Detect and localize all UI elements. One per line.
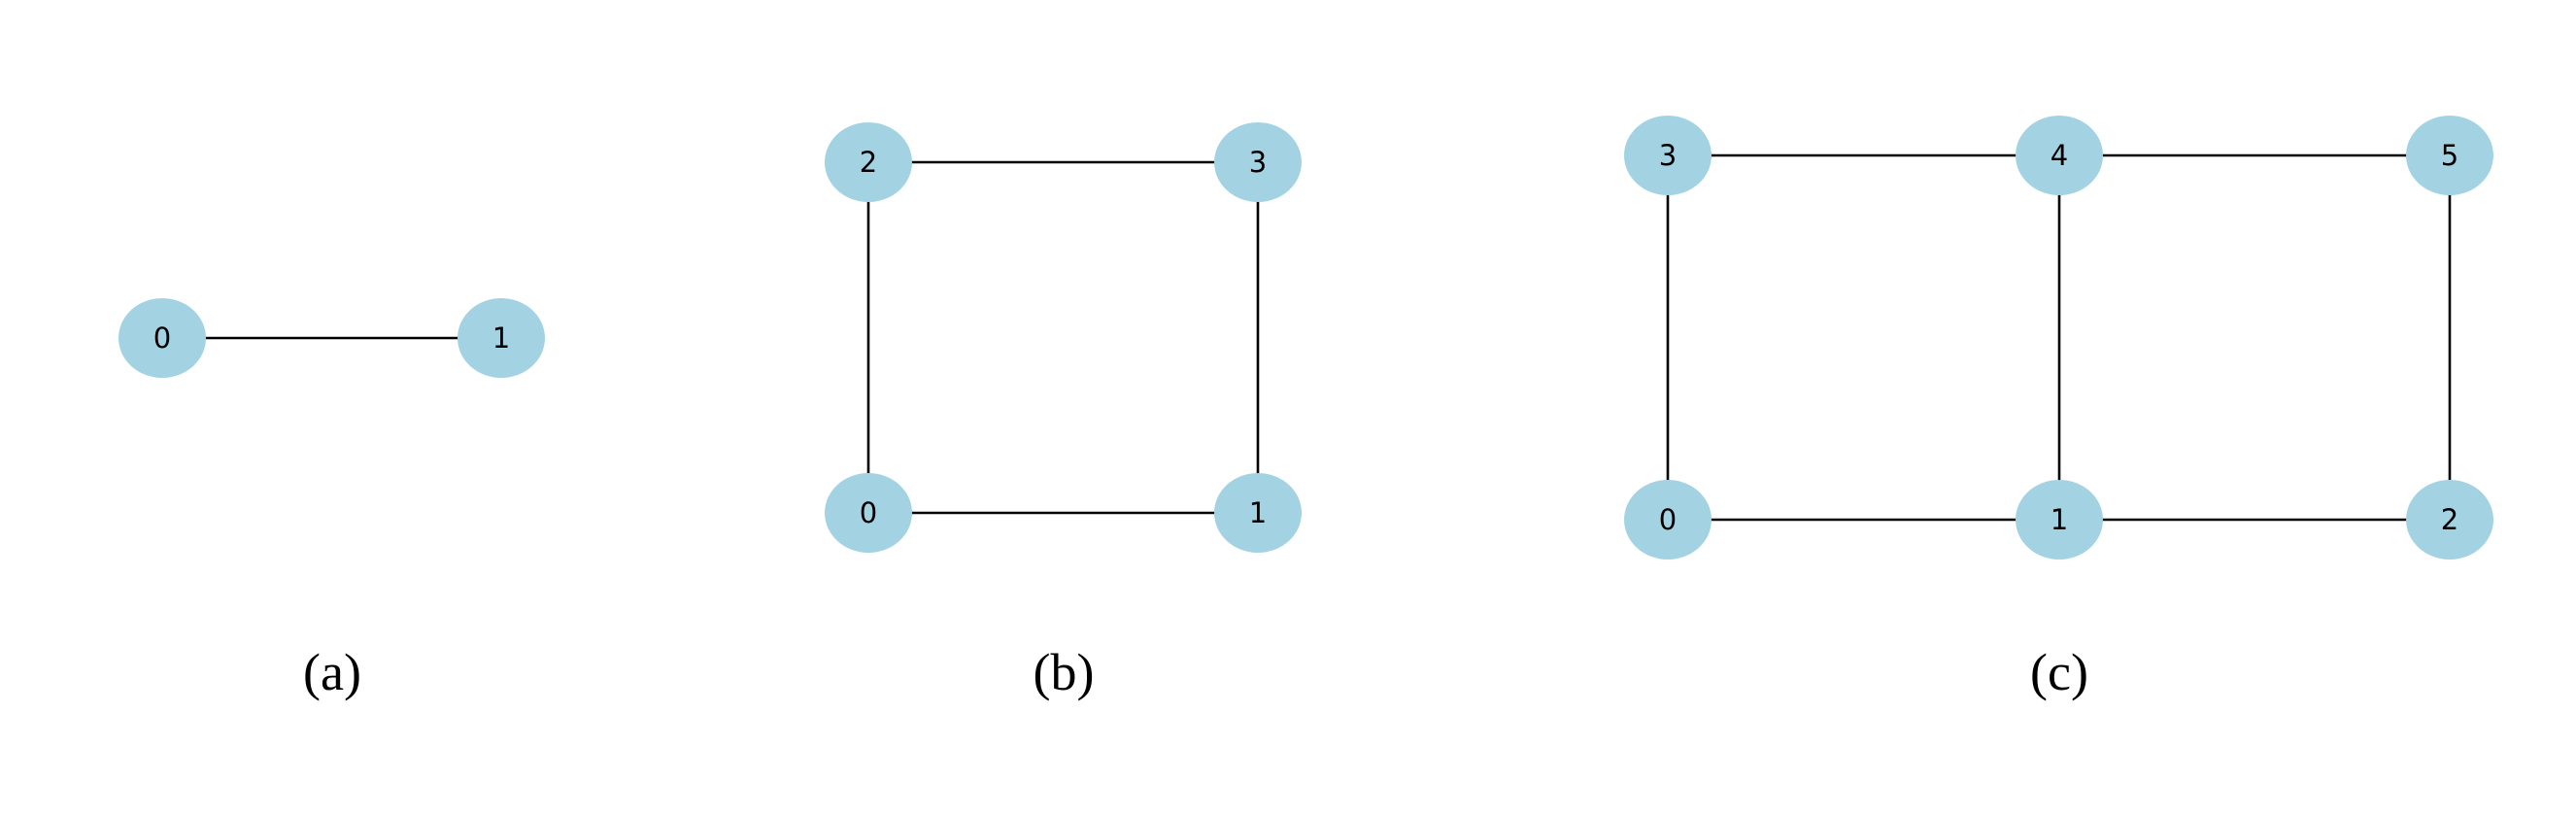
node-label: 4 (2051, 139, 2068, 172)
node-3 (1214, 122, 1302, 202)
node-label: 2 (2441, 503, 2458, 536)
graph-c: 0 1 2 3 4 5 (c) (1624, 116, 2493, 701)
node-0 (1624, 480, 1712, 560)
node-label: 0 (860, 496, 877, 529)
node-label: 0 (153, 322, 171, 355)
node-0 (825, 473, 912, 553)
node-2 (825, 122, 912, 202)
node-3 (1624, 116, 1712, 195)
node-2 (2406, 480, 2493, 560)
subfigure-caption: (a) (303, 643, 361, 701)
node-label: 5 (2441, 139, 2458, 172)
node-1 (458, 298, 545, 378)
graph-b: 0 1 2 3 (b) (825, 122, 1302, 701)
node-1 (2016, 480, 2103, 560)
node-label: 1 (2051, 503, 2068, 536)
subfigure-caption: (b) (1034, 643, 1095, 701)
node-label: 0 (1659, 503, 1677, 536)
node-label: 3 (1249, 146, 1267, 179)
node-label: 3 (1659, 139, 1677, 172)
node-1 (1214, 473, 1302, 553)
graph-a: 0 1 (a) (119, 298, 545, 701)
node-label: 1 (1249, 496, 1267, 529)
node-4 (2016, 116, 2103, 195)
node-label: 2 (860, 146, 877, 179)
subfigure-caption: (c) (2030, 643, 2088, 701)
node-5 (2406, 116, 2493, 195)
node-0 (119, 298, 206, 378)
node-label: 1 (492, 322, 510, 355)
